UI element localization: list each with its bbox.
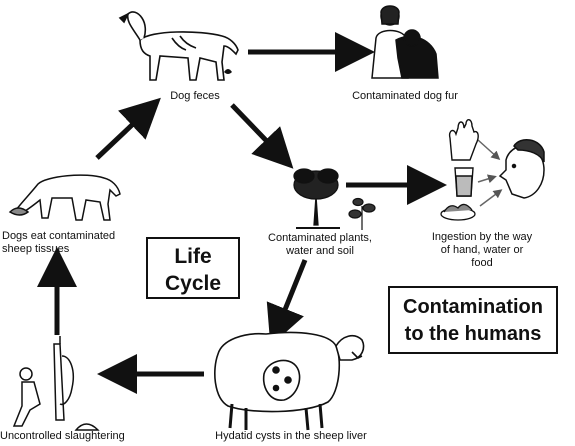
eating-dog-icon: [8, 174, 121, 221]
contamination-box: Contamination to the humans: [388, 286, 558, 354]
dogs-eat-label-line1: Dogs eat contaminated: [2, 230, 116, 242]
arrow-dogs-to-feces: [95, 97, 161, 160]
ingestion-label-line2: of hand, water or: [440, 244, 524, 256]
dog-fur-label: Contaminated dog fur: [352, 90, 458, 102]
arrow-hand-to-face: [477, 139, 501, 161]
dogs-eat-label: Dogs eat contaminated sheep tissues: [2, 230, 126, 256]
sheep-icon: [214, 331, 365, 431]
plants-label-line1: Contaminated plants,: [268, 232, 372, 244]
dogs-eat-label-line2: sheep tissues: [2, 243, 70, 255]
hand-icon: [448, 119, 479, 161]
ingestion-label-line1: Ingestion by the way: [431, 231, 533, 243]
girl-with-dog-icon: [371, 5, 439, 79]
butcher-icon: [12, 336, 74, 427]
life-cycle-title-line1: Life: [174, 245, 212, 268]
ingestion-label-line3: food: [471, 257, 493, 269]
contamination-line1: Contamination: [403, 296, 543, 318]
food-plate-icon: [440, 203, 476, 221]
face-icon: [498, 139, 545, 199]
water-glass-icon: [454, 167, 474, 197]
sheep-liver-label: Hydatid cysts in the sheep liver: [215, 430, 367, 442]
contamination-line2: to the humans: [404, 323, 542, 345]
dog-icon: [118, 11, 239, 81]
plants-label: Contaminated plants, water and soil: [255, 232, 385, 258]
tree-icon: [293, 168, 340, 229]
arrow-glass-to-face: [477, 174, 497, 184]
life-cycle-title-box: Life Cycle: [146, 237, 240, 299]
plant-icon: [348, 197, 376, 230]
life-cycle-title-line2: Cycle: [164, 272, 222, 295]
dog-feces-label: Dog feces: [170, 90, 220, 102]
ingestion-label: Ingestion by the way of hand, water or f…: [418, 231, 546, 270]
arrow-plants-to-sheep: [266, 259, 308, 346]
arrow-food-to-face: [479, 189, 503, 207]
slaughter-label: Uncontrolled slaughtering: [0, 430, 125, 442]
feces-icon: [224, 69, 232, 74]
remains-icon: [74, 423, 100, 431]
arrow-feces-to-plants: [230, 103, 294, 169]
plants-label-line2: water and soil: [286, 245, 354, 257]
